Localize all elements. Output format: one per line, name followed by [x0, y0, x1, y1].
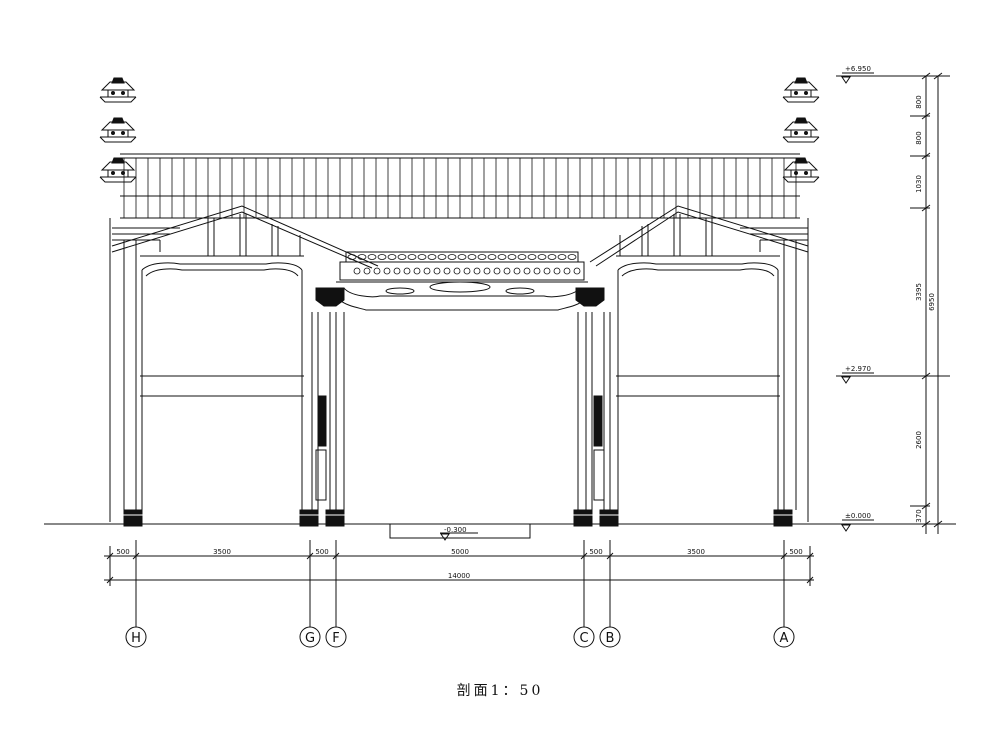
roof-band — [120, 154, 800, 218]
axis-bubble-g — [300, 627, 320, 647]
axis-bubble-a — [774, 627, 794, 647]
elevation-mid-label: +2.970 — [845, 365, 871, 373]
vdim-1030: 1030 — [915, 175, 923, 193]
hdim-500-4: 500 — [789, 548, 802, 556]
right-gable — [590, 206, 808, 266]
hdim-500-2: 500 — [315, 548, 328, 556]
axis-label-h: H — [131, 631, 141, 646]
horizontal-dimensions: 500 3500 500 5000 500 3500 500 14000 — [104, 546, 814, 586]
axis-bubble-c — [574, 627, 594, 647]
finials — [100, 78, 819, 182]
pit-level-marker — [441, 534, 449, 540]
axis-bubble-h — [126, 627, 146, 647]
hdim-3500-2: 3500 — [687, 548, 705, 556]
hdim-5000: 5000 — [451, 548, 469, 556]
drawing-caption: 剖面1：50 — [456, 683, 544, 699]
axis-label-c: C — [579, 631, 588, 646]
vdim-800-a: 800 — [915, 95, 923, 108]
axis-label-g: G — [305, 631, 315, 646]
pit-level-label: -0.300 — [444, 526, 467, 534]
grid-axes: H G F C B A — [126, 540, 794, 647]
vertical-dimensions: 800 800 1030 3395 2600 370 6950 — [910, 73, 942, 534]
axis-bubble-f — [326, 627, 346, 647]
elevation-top-label: +6.950 — [845, 65, 871, 73]
vdim-total: 6950 — [928, 293, 936, 311]
hdim-3500-1: 3500 — [213, 548, 231, 556]
column-bases — [124, 510, 792, 526]
hdim-total: 14000 — [448, 572, 470, 580]
axis-label-f: F — [332, 631, 339, 646]
center-gate — [312, 252, 610, 510]
left-gable — [112, 206, 378, 268]
vdim-3395: 3395 — [915, 283, 923, 301]
axis-label-a: A — [780, 631, 789, 646]
vdim-2600: 2600 — [915, 431, 923, 449]
vdim-370: 370 — [915, 509, 923, 522]
axis-bubble-b — [600, 627, 620, 647]
left-bay — [110, 218, 304, 522]
pit-outline — [390, 524, 530, 538]
elevation-zero-label: ±0.000 — [845, 512, 871, 520]
hdim-500-1: 500 — [116, 548, 129, 556]
right-bay — [616, 218, 808, 522]
hdim-500-3: 500 — [589, 548, 602, 556]
elevation-markers: +6.950 +2.970 ±0.000 — [836, 65, 950, 531]
vdim-800-b: 800 — [915, 131, 923, 144]
axis-label-b: B — [606, 631, 615, 646]
